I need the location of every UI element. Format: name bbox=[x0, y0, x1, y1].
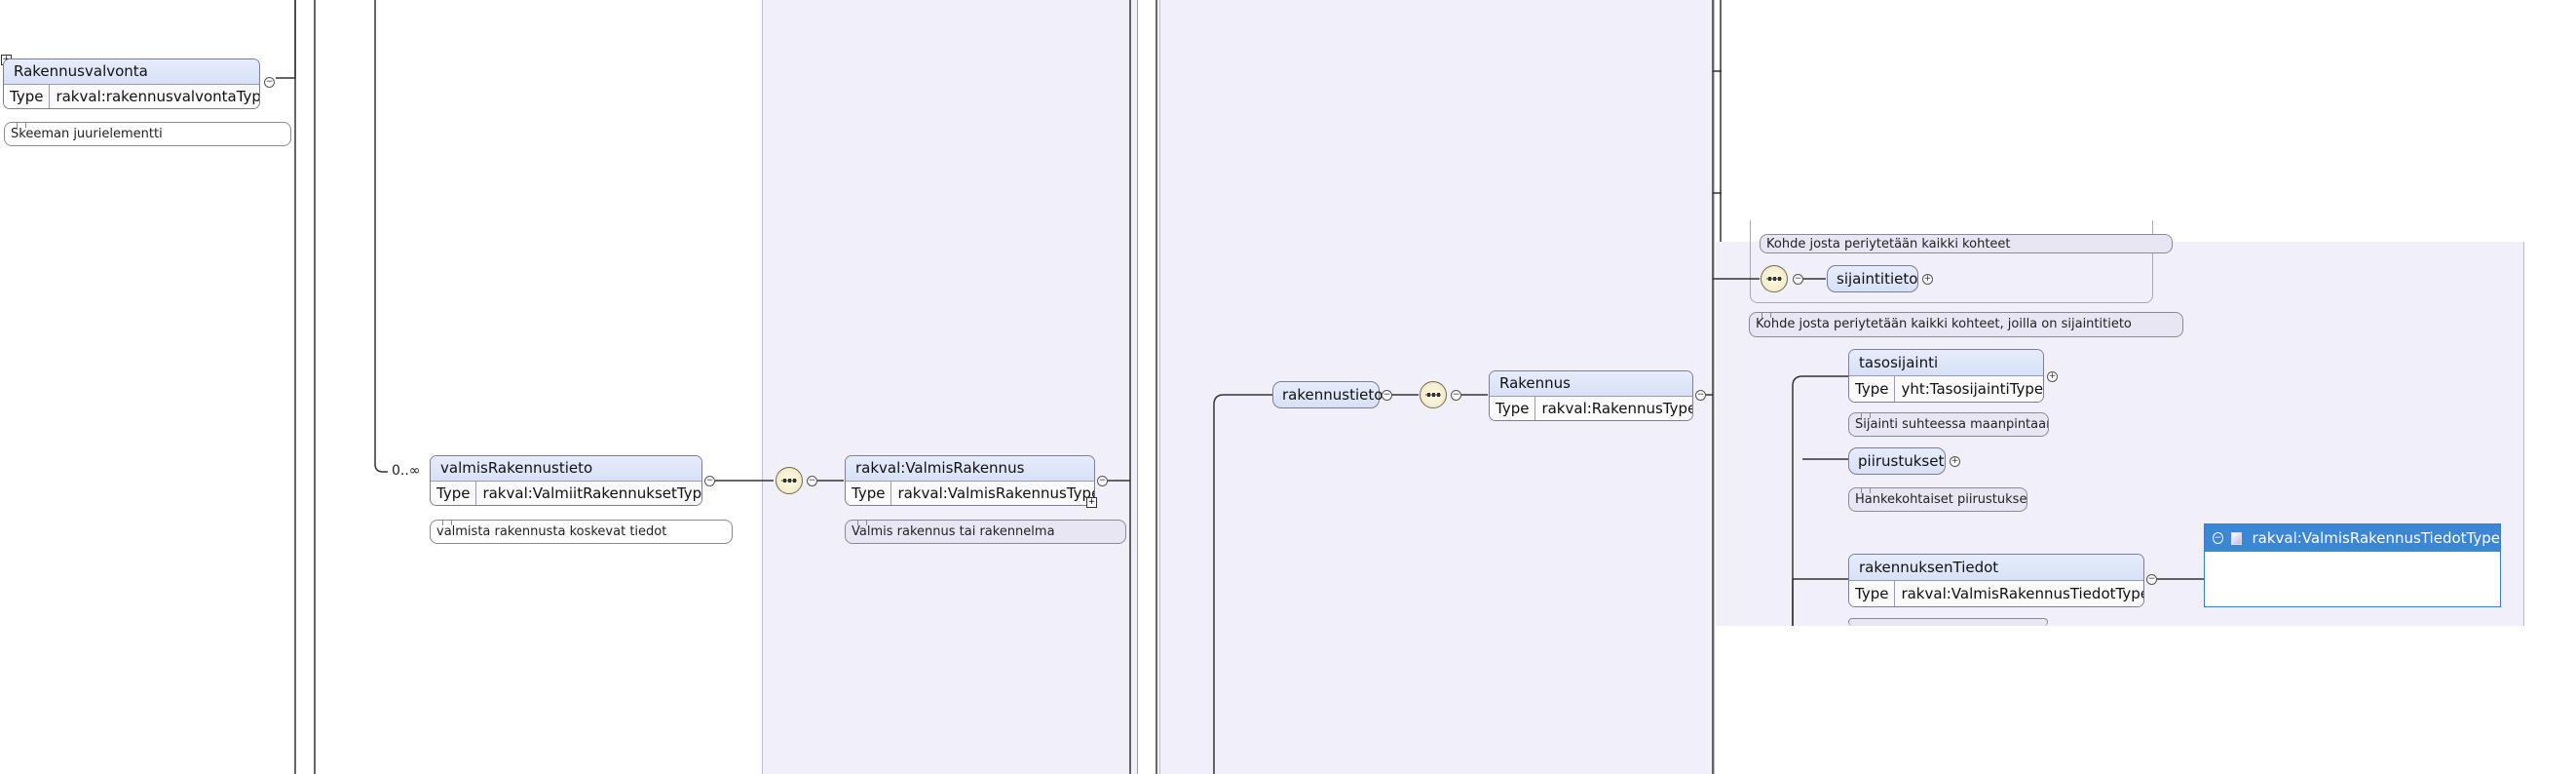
annotation-text: Sijainti suhteessa maanpintaan bbox=[1855, 417, 2049, 432]
type-value: rakval:RakennusType bbox=[1541, 400, 1692, 417]
element-rakennus[interactable]: Rakennus Type rakval:RakennusType bbox=[1489, 370, 1693, 421]
rakennustieto-expand-toggle[interactable]: − bbox=[1382, 390, 1392, 401]
annotation-text: Skeeman juurielementti bbox=[11, 127, 163, 141]
element-rakennustieto[interactable]: rakennustieto bbox=[1272, 381, 1383, 408]
rakennuksentiedot-expand-toggle[interactable]: − bbox=[2146, 574, 2157, 585]
sequence-compositor[interactable] bbox=[1420, 381, 1447, 408]
root-annotation: Skeeman juurielementti bbox=[4, 122, 291, 146]
sequence-compositor-icon bbox=[781, 479, 797, 483]
sequence-compositor[interactable] bbox=[776, 467, 803, 494]
type-value: rakval:rakennusvalvontaType bbox=[56, 88, 259, 105]
element-sijaintitieto[interactable]: sijaintitieto bbox=[1827, 265, 1918, 292]
tasosijainti-expand-toggle[interactable]: + bbox=[2047, 371, 2058, 382]
base-object-annotation: Kohde josta periytetään kaikki kohteet bbox=[1760, 234, 2173, 253]
sequence-expand-toggle[interactable]: − bbox=[1451, 390, 1461, 401]
annotation-text: Kohde josta periytetään kaikki kohteet bbox=[1766, 237, 2011, 252]
type-value: rakval:ValmisRakennusTiedotType bbox=[1901, 585, 2143, 602]
sequence-compositor-icon bbox=[1425, 393, 1441, 397]
type-label: Type bbox=[431, 482, 477, 505]
type-label: Type bbox=[1849, 581, 1896, 606]
element-name: Rakennusvalvonta bbox=[4, 59, 259, 84]
type-value: rakval:ValmisRakennusType bbox=[897, 484, 1094, 502]
root-element-rakennusvalvonta[interactable]: Rakennusvalvonta Type rakval:rakennusval… bbox=[3, 58, 260, 109]
complex-type-title: rakval:ValmisRakennusTiedotType bbox=[2252, 529, 2500, 547]
element-rakennuksentiedot[interactable]: rakennuksenTiedot Type rakval:ValmisRake… bbox=[1848, 554, 2144, 607]
element-name: Rakennus bbox=[1490, 371, 1692, 396]
base-object-group-frame bbox=[1750, 220, 2153, 303]
element-valmisrakennustieto[interactable]: valmisRakennustieto Type rakval:ValmiitR… bbox=[430, 455, 702, 506]
sequence-expand-toggle[interactable]: − bbox=[1793, 274, 1803, 285]
annotation-text: valmista rakennusta koskevat tiedot bbox=[436, 524, 667, 539]
type-label: Type bbox=[4, 85, 51, 108]
complex-type-icon bbox=[2230, 531, 2243, 545]
occluding-white-panel bbox=[1716, 0, 2576, 242]
valmistype-expand-toggle[interactable]: − bbox=[1097, 476, 1108, 486]
valmis-expand-toggle[interactable]: − bbox=[704, 476, 715, 486]
annotation-text: Kohde josta periytetään kaikki kohteet, … bbox=[1756, 317, 2132, 331]
element-tasosijainti[interactable]: tasosijainti Type yht:TasosijaintiType bbox=[1848, 349, 2044, 403]
white-area-bottom bbox=[1716, 626, 2524, 774]
root-expand-toggle[interactable]: − bbox=[264, 77, 275, 88]
type-label: Type bbox=[1849, 376, 1896, 402]
collapse-icon[interactable]: − bbox=[2213, 532, 2223, 544]
type-label: Type bbox=[1490, 397, 1536, 420]
white-area-right bbox=[2524, 242, 2576, 774]
complex-type-box[interactable]: − rakval:ValmisRakennusTiedotType bbox=[2204, 523, 2501, 607]
valmis-annotation: valmista rakennusta koskevat tiedot bbox=[430, 520, 733, 544]
element-name: rakennuksenTiedot bbox=[1849, 555, 2143, 580]
valmis-type-panel bbox=[762, 0, 1138, 774]
tasosijainti-annotation: Sijainti suhteessa maanpintaan bbox=[1848, 412, 2049, 437]
element-name: rakval:ValmisRakennus bbox=[846, 456, 1094, 481]
sequence-expand-toggle[interactable]: − bbox=[807, 476, 817, 486]
element-piirustukset[interactable]: piirustukset bbox=[1848, 447, 1946, 475]
sijaintitieto-annotation: Kohde josta periytetään kaikki kohteet, … bbox=[1749, 312, 2183, 337]
element-name: valmisRakennustieto bbox=[431, 456, 701, 481]
valmistype-annotation: Valmis rakennus tai rakennelma bbox=[845, 520, 1126, 544]
piirustukset-expand-toggle[interactable]: + bbox=[1950, 456, 1960, 467]
reference-arrow-icon: + bbox=[1086, 497, 1097, 508]
sequence-compositor[interactable] bbox=[1761, 265, 1788, 292]
element-rakval-valmisrakennus[interactable]: rakval:ValmisRakennus Type rakval:Valmis… bbox=[845, 455, 1095, 506]
type-label: Type bbox=[846, 482, 892, 505]
piirustukset-annotation: Hankekohtaiset piirustukset bbox=[1848, 487, 2027, 512]
annotation-text: Hankekohtaiset piirustukset bbox=[1855, 492, 2027, 507]
type-value: yht:TasosijaintiType bbox=[1901, 380, 2043, 398]
element-name: tasosijainti bbox=[1849, 350, 2043, 375]
annotation-text: Valmis rakennus tai rakennelma bbox=[852, 524, 1055, 539]
occurrence-label: 0..∞ bbox=[392, 463, 421, 479]
sequence-compositor-icon bbox=[1766, 277, 1782, 281]
rakennuksentiedot-annotation-stub bbox=[1848, 618, 2048, 626]
type-value: rakval:ValmiitRakennuksetType bbox=[482, 484, 701, 502]
sijaintitieto-expand-toggle[interactable]: + bbox=[1922, 274, 1933, 285]
rakennus-expand-toggle[interactable]: − bbox=[1695, 390, 1706, 401]
